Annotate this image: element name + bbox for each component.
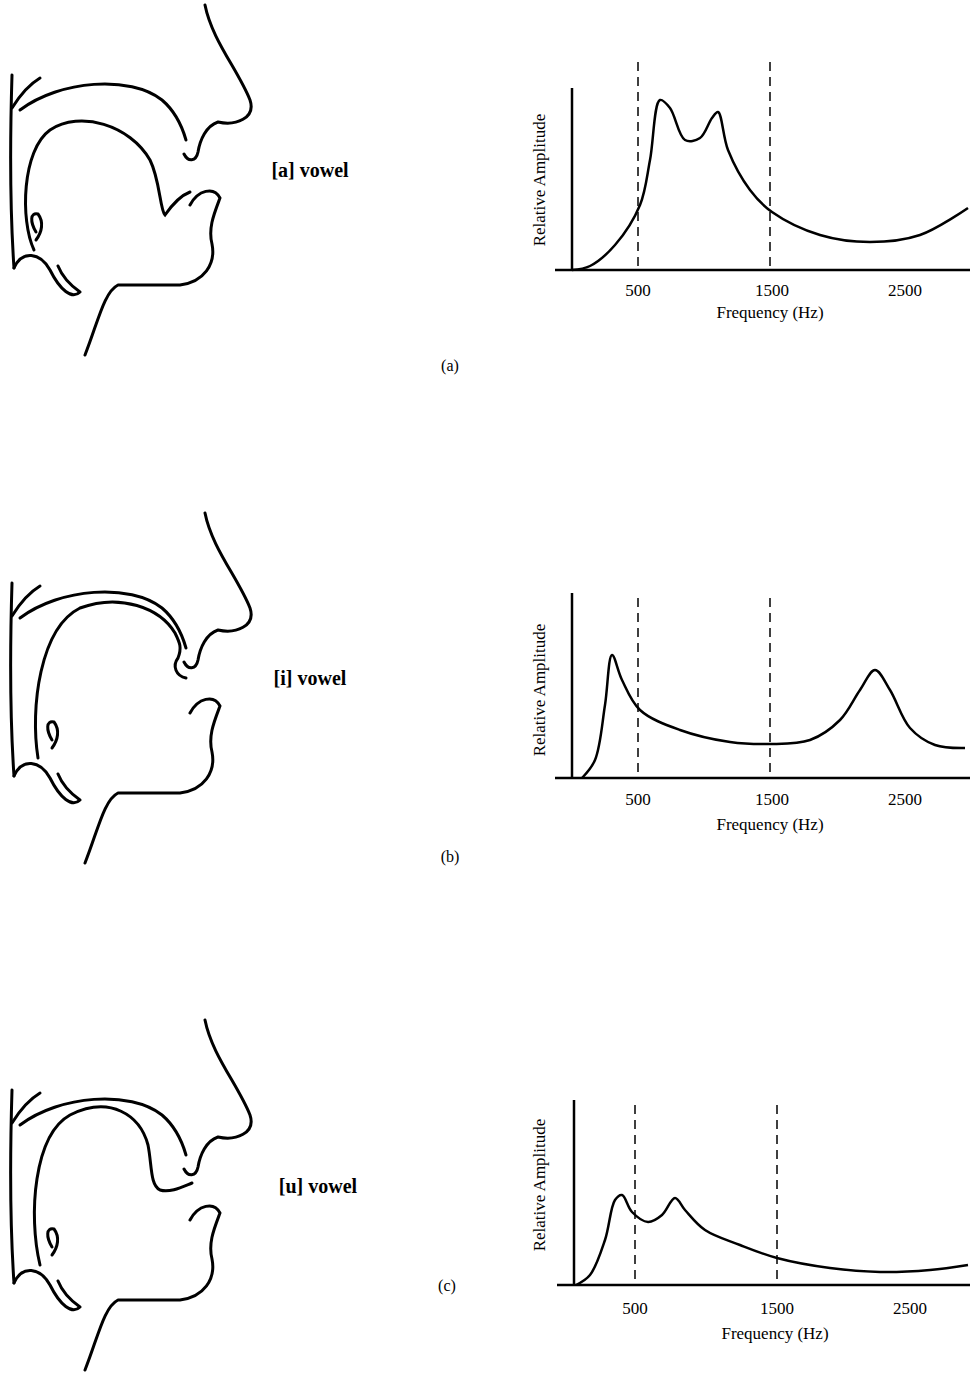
vowel-label: [u] vowel <box>279 1175 357 1197</box>
panel-label: (b) <box>441 848 460 866</box>
y-axis <box>571 593 574 778</box>
axis-title: Frequency (Hz) <box>716 304 823 323</box>
dashed-marker <box>769 62 771 268</box>
dashed-marker <box>634 1105 636 1283</box>
spectrum-plot <box>555 593 970 778</box>
y-axis <box>573 1100 576 1285</box>
tick-label: 500 <box>625 282 651 301</box>
tick-label: 500 <box>625 791 651 810</box>
spectrum-plot <box>557 1100 970 1285</box>
tick-label: 2500 <box>893 1300 927 1319</box>
spectrum-plot <box>555 62 970 270</box>
vowel-label: [a] vowel <box>271 159 348 181</box>
tick-label: 1500 <box>755 282 789 301</box>
panel-label: (a) <box>441 357 459 375</box>
tick-label: 2500 <box>888 791 922 810</box>
spectrum-curve <box>572 100 968 270</box>
vocal-tract-a <box>11 5 251 355</box>
axis-title: Relative Amplitude <box>531 114 550 247</box>
tick-label: 1500 <box>760 1300 794 1319</box>
x-axis <box>557 1284 970 1287</box>
dashed-marker <box>637 62 639 268</box>
axis-title: Frequency (Hz) <box>721 1325 828 1344</box>
vocal-tract-i <box>11 513 251 863</box>
x-axis <box>555 269 970 272</box>
spectrum-curve <box>582 655 965 778</box>
axis-title: Frequency (Hz) <box>716 816 823 835</box>
dashed-marker <box>776 1105 778 1283</box>
axis-title: Relative Amplitude <box>531 624 550 757</box>
tick-label: 2500 <box>888 282 922 301</box>
dashed-marker <box>769 598 771 776</box>
dashed-marker <box>637 598 639 776</box>
axis-title: Relative Amplitude <box>531 1119 550 1252</box>
vocal-tract-u <box>11 1020 251 1370</box>
spectrum-curve <box>576 1195 968 1285</box>
vowel-label: [i] vowel <box>274 667 347 689</box>
tick-label: 1500 <box>755 791 789 810</box>
panel-label: (c) <box>438 1277 456 1295</box>
y-axis <box>571 88 574 270</box>
x-axis <box>555 777 970 780</box>
tick-label: 500 <box>622 1300 648 1319</box>
